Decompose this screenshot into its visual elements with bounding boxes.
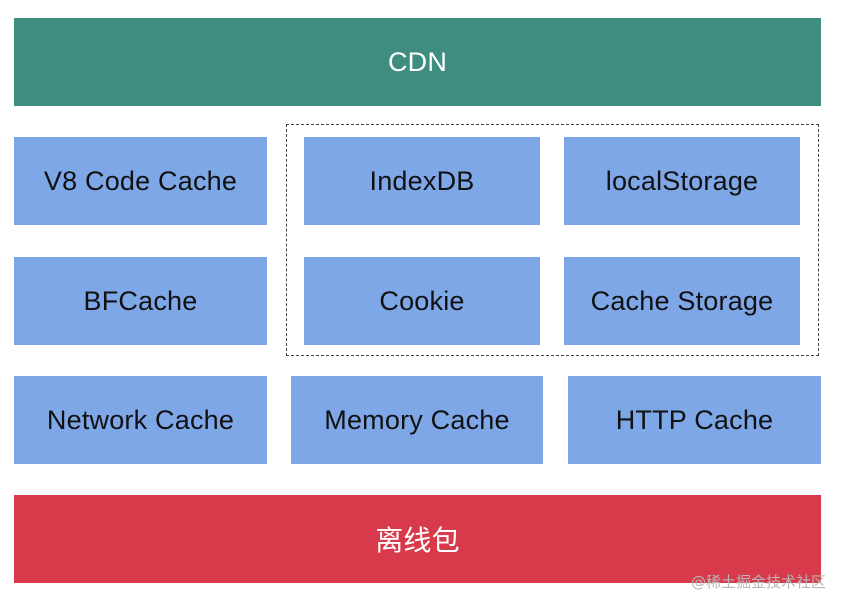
cookie-label: Cookie [379,285,465,316]
offline-package-layer: 离线包 [14,495,821,583]
http-cache-label: HTTP Cache [615,404,774,435]
bfcache-block: BFCache [14,257,267,345]
memory-cache-label: Memory Cache [324,404,510,435]
network-cache-label: Network Cache [46,404,235,435]
cdn-label: CDN [387,46,448,77]
memory-cache-block: Memory Cache [291,376,543,464]
v8-code-cache-label: V8 Code Cache [43,165,238,196]
localstorage-label: localStorage [605,165,759,196]
localstorage-block: localStorage [564,137,800,225]
offline-package-label: 离线包 [375,524,460,557]
cdn-layer: CDN [14,18,821,106]
client-storage-group-outline [286,124,819,356]
watermark: @稀土掘金技术社区 [690,573,826,591]
cookie-block: Cookie [304,257,540,345]
cache-storage-block: Cache Storage [564,257,800,345]
v8-code-cache-block: V8 Code Cache [14,137,267,225]
cache-storage-label: Cache Storage [590,285,774,316]
indexdb-block: IndexDB [304,137,540,225]
bfcache-label: BFCache [83,285,198,316]
network-cache-block: Network Cache [14,376,267,464]
indexdb-label: IndexDB [369,165,475,196]
http-cache-block: HTTP Cache [568,376,821,464]
